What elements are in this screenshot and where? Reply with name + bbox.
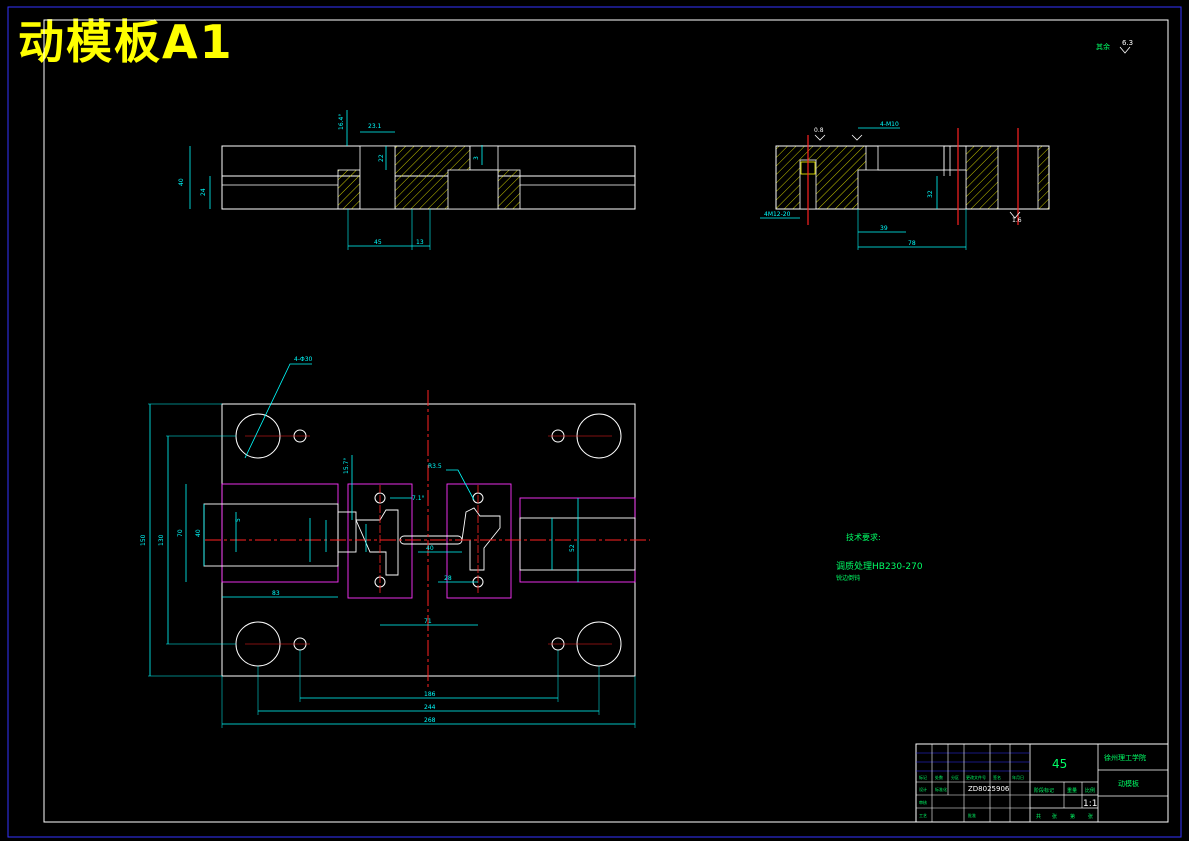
plan-dim-40: 40: [195, 529, 202, 537]
front-dim-40: 40: [178, 178, 185, 186]
tb-col-weight: 重量: [1067, 787, 1077, 794]
tb-checker: 审核: [919, 799, 927, 805]
tb-col-sheet2: 张: [1052, 813, 1057, 820]
side-dim-32: 32: [927, 190, 934, 198]
tb-col-sheet: 共: [1036, 813, 1041, 820]
tb-material: 45: [1052, 757, 1067, 771]
plan-dim-71: 71: [424, 618, 432, 625]
plan-dim-5: 5: [235, 518, 242, 522]
title-block: 45 徐州理工学院 动模板 ZD8025906 1:1 阶段标记 重量 比例 共…: [915, 743, 1169, 823]
roughness-value: 6.3: [1122, 39, 1133, 47]
tb-mark: 标记: [919, 774, 927, 780]
plan-angle-1: 15.7°: [343, 458, 350, 474]
front-dim-45: 45: [374, 239, 382, 246]
plan-dim-130: 130: [158, 534, 165, 546]
plan-dim-83: 83: [272, 590, 280, 597]
tb-date: 年月日: [1012, 774, 1024, 780]
plan-dim-268: 268: [424, 717, 436, 724]
plan-view: 4-Φ30 150 130 70 40 5 83 186 244 268 71 …: [140, 356, 650, 728]
plan-dim-150: 150: [140, 534, 147, 546]
plan-slot-note: R3.5: [428, 463, 442, 470]
plan-dim-186: 186: [424, 691, 436, 698]
tb-col-scale: 比例: [1085, 787, 1095, 794]
tb-sign: 签名: [993, 774, 1001, 780]
front-dim-22: 22: [378, 154, 385, 162]
tb-school: 徐州理工学院: [1104, 753, 1146, 762]
tech-heading: 技术要求:: [846, 532, 881, 542]
side-hole-depth: 4M12-20: [764, 211, 791, 218]
tb-change-doc: 更改文件号: [966, 774, 986, 780]
front-depth-label: 23.1: [368, 123, 382, 130]
plan-hole-callout: 4-Φ30: [294, 356, 313, 363]
tb-zone: 分区: [951, 774, 959, 780]
roughness-note: 其余 6.3: [1096, 39, 1133, 54]
tech-line-1: 调质处理HB230-270: [836, 560, 923, 572]
tb-col-sheet4: 张: [1088, 813, 1093, 820]
roughness-label: 其余: [1096, 42, 1110, 51]
plan-dim-28: 28: [444, 575, 452, 582]
tb-designer: 设计: [919, 786, 927, 792]
sheet-border-inner: [43, 19, 1169, 823]
front-view: 40 24 16.4° 23.1 22 3 45 13: [178, 110, 636, 250]
plan-dim-52: 52: [569, 544, 576, 552]
front-top-note: 16.4°: [338, 114, 345, 130]
tb-col-stage: 阶段标记: [1034, 787, 1054, 794]
plan-dim-40b: 40: [426, 545, 434, 552]
tb-count: 处数: [935, 774, 943, 780]
side-roughness-2: 1.6: [1012, 217, 1022, 224]
side-hatch-end: [1037, 145, 1050, 210]
tb-standard: 标准化: [935, 786, 947, 792]
side-dim-78: 78: [908, 240, 916, 247]
front-hatch-3: [497, 169, 521, 210]
front-dim-24: 24: [200, 188, 207, 196]
tb-scale: 1:1: [1083, 799, 1097, 809]
tb-part-name: 动模板: [1118, 779, 1139, 788]
plan-dim-244: 244: [424, 704, 436, 711]
tb-col-sheet3: 第: [1070, 813, 1075, 820]
tb-drawing-no: ZD8025906: [968, 785, 1010, 793]
side-roughness-1: 0.8: [814, 127, 824, 134]
side-view: 0.8 1.6 4-M10 4M12-20 32 39 78: [760, 121, 1050, 250]
side-hatch-left: [775, 145, 867, 210]
front-dim-3: 3: [473, 156, 480, 160]
side-hole-note: 4-M10: [880, 121, 899, 128]
sheet-border-outer: [7, 6, 1182, 838]
drawing-title: 动模板A1: [18, 15, 234, 69]
tb-craft: 工艺: [919, 813, 927, 818]
front-hatch-1: [337, 169, 361, 210]
tb-approve: 批准: [968, 812, 976, 818]
side-dim-39: 39: [880, 225, 888, 232]
tech-line-2: 锐边倒钝: [836, 574, 860, 582]
side-hatch-right: [965, 145, 999, 210]
tech-requirements: 技术要求: 调质处理HB230-270 锐边倒钝: [836, 532, 923, 582]
front-dim-13: 13: [416, 239, 424, 246]
plan-dim-70: 70: [177, 529, 184, 537]
plan-angle-2: 7.1°: [412, 495, 425, 502]
